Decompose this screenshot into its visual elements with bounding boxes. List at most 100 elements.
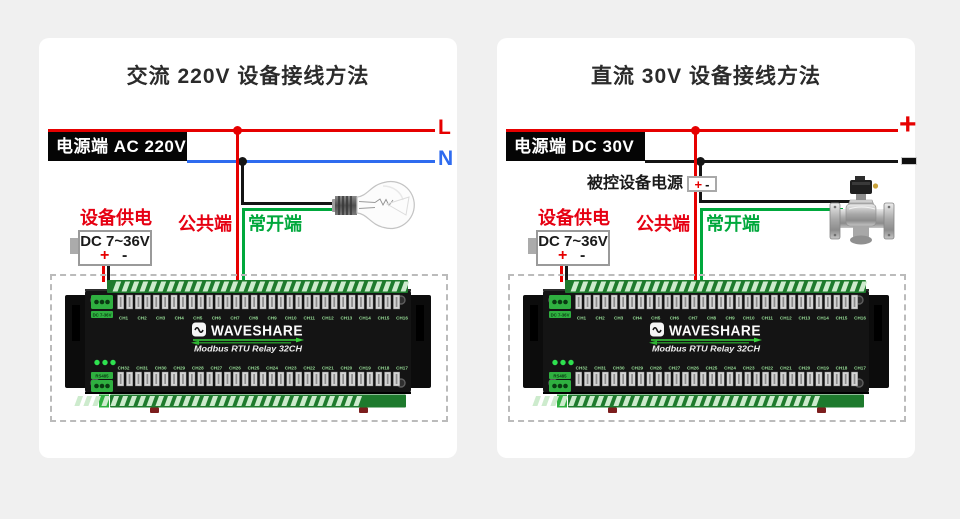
channel-label: CH15 xyxy=(378,316,390,321)
channel-label: CH14 xyxy=(817,316,829,321)
channel-label: CH24 xyxy=(266,366,278,371)
solenoid-valve xyxy=(829,176,895,245)
light-bulb xyxy=(323,180,415,230)
battery-box: DC 7~36V + - xyxy=(78,230,152,266)
line-label-neutral: N xyxy=(438,147,454,170)
battery-side-tab xyxy=(70,238,78,254)
bulb-black-lead xyxy=(323,202,337,205)
mount-ear-right xyxy=(409,295,431,388)
channel-label: CH5 xyxy=(193,316,203,321)
channel-label: CH5 xyxy=(651,316,661,321)
channel-label: CH18 xyxy=(378,366,390,371)
channel-label: CH1 xyxy=(119,316,129,321)
bulb-filament xyxy=(374,198,394,207)
common-terminal-wire xyxy=(236,130,239,281)
channel-label: CH20 xyxy=(340,366,352,371)
channel-label: CH22 xyxy=(303,366,315,371)
channel-label: CH23 xyxy=(285,366,297,371)
brand-text: WAVESHARE xyxy=(669,324,761,340)
rs485-port-label: RS485 xyxy=(553,373,567,378)
valve-foot xyxy=(850,235,872,245)
no-to-load-wire xyxy=(242,208,337,211)
channel-label: CH2 xyxy=(595,316,605,321)
mount-ear-right xyxy=(867,295,889,388)
channel-label: CH8 xyxy=(707,316,717,321)
channel-label: CH11 xyxy=(303,316,315,321)
positive-wire xyxy=(506,129,898,132)
bulb-screw-base xyxy=(335,196,357,215)
battery-voltage-label: DC 7~36V xyxy=(538,233,608,250)
bulb-highlight xyxy=(382,185,404,201)
mount-ear-left xyxy=(523,295,545,388)
channel-label: CH7 xyxy=(230,316,240,321)
no-terminal-wire xyxy=(700,208,703,281)
bulb-glass xyxy=(356,180,415,230)
status-led xyxy=(560,359,566,366)
channel-label: CH1 xyxy=(577,316,587,321)
valve-bolt xyxy=(887,233,891,237)
channel-label: CH28 xyxy=(650,366,662,371)
channel-label: CH24 xyxy=(724,366,736,371)
brand-text: WAVESHARE xyxy=(211,324,303,340)
negative-to-load-wire xyxy=(699,200,851,203)
channel-label: CH12 xyxy=(322,316,334,321)
channel-label: CH6 xyxy=(212,316,222,321)
negative-wire xyxy=(645,160,898,163)
device-outline-box xyxy=(50,274,448,422)
normally-open-label: 常开端 xyxy=(248,214,302,234)
valve-stem xyxy=(856,194,866,200)
channel-label: CH19 xyxy=(817,366,829,371)
channel-label: CH21 xyxy=(780,366,792,371)
channel-label: CH9 xyxy=(725,316,735,321)
channel-label: CH18 xyxy=(836,366,848,371)
channel-label: CH15 xyxy=(836,316,848,321)
line-label-minus xyxy=(901,157,917,165)
valve-left-flange xyxy=(829,202,841,240)
channel-label: CH4 xyxy=(633,316,643,321)
controlled-device-power-label: 被控设备电源 xyxy=(587,175,684,192)
channel-label: CH12 xyxy=(780,316,792,321)
channel-label: CH31 xyxy=(136,366,148,371)
mount-ear-left xyxy=(65,295,87,388)
channel-label: CH29 xyxy=(173,366,185,371)
status-led xyxy=(568,359,574,366)
channel-label: CH11 xyxy=(761,316,773,321)
battery-voltage-label: DC 7~36V xyxy=(80,233,150,250)
channel-label: CH23 xyxy=(743,366,755,371)
status-led xyxy=(552,359,558,366)
channel-label: CH3 xyxy=(614,316,624,321)
module-body xyxy=(543,289,869,394)
channel-label: CH22 xyxy=(761,366,773,371)
battery-box: DC 7~36V + - xyxy=(536,230,610,266)
bulb-green-lead xyxy=(323,208,337,211)
bulb-reflection xyxy=(385,196,410,216)
channel-label: CH25 xyxy=(248,366,260,371)
controlled-power-minus: - xyxy=(705,176,710,192)
valve-bolt xyxy=(887,205,891,209)
panel-ac-220v: 交流 220V 设备接线方法 L 电源端 AC 220V N 设备供电 公共端 … xyxy=(39,38,457,458)
bulb-filament-wires xyxy=(358,201,376,209)
dc-power-port-label: DC 7-36V xyxy=(551,312,570,317)
channel-label: CH21 xyxy=(322,366,334,371)
common-terminal-wire xyxy=(694,130,697,281)
neutral-drop-wire xyxy=(241,161,244,205)
channel-label: CH19 xyxy=(359,366,371,371)
channel-label: CH31 xyxy=(594,366,606,371)
controlled-power-box: + - xyxy=(687,176,717,192)
panel-dc-30v: 直流 30V 设备接线方法 + 电源端 DC 30V 被控设备电源 + - xyxy=(497,38,917,458)
common-terminal-label: 公共端 xyxy=(178,214,232,234)
din-clip xyxy=(608,407,617,413)
status-led xyxy=(110,359,116,366)
status-led xyxy=(94,359,100,366)
controlled-power-plus: + xyxy=(694,176,703,192)
channel-label: CH26 xyxy=(229,366,241,371)
bulb-base-ridges xyxy=(338,196,352,215)
line-label-plus: + xyxy=(899,108,917,141)
battery-plus-label: + xyxy=(100,247,110,264)
channel-label: CH25 xyxy=(706,366,718,371)
module-body xyxy=(85,289,411,394)
status-led xyxy=(102,359,108,366)
neutral-wire xyxy=(187,160,435,163)
channel-label: CH30 xyxy=(155,366,167,371)
